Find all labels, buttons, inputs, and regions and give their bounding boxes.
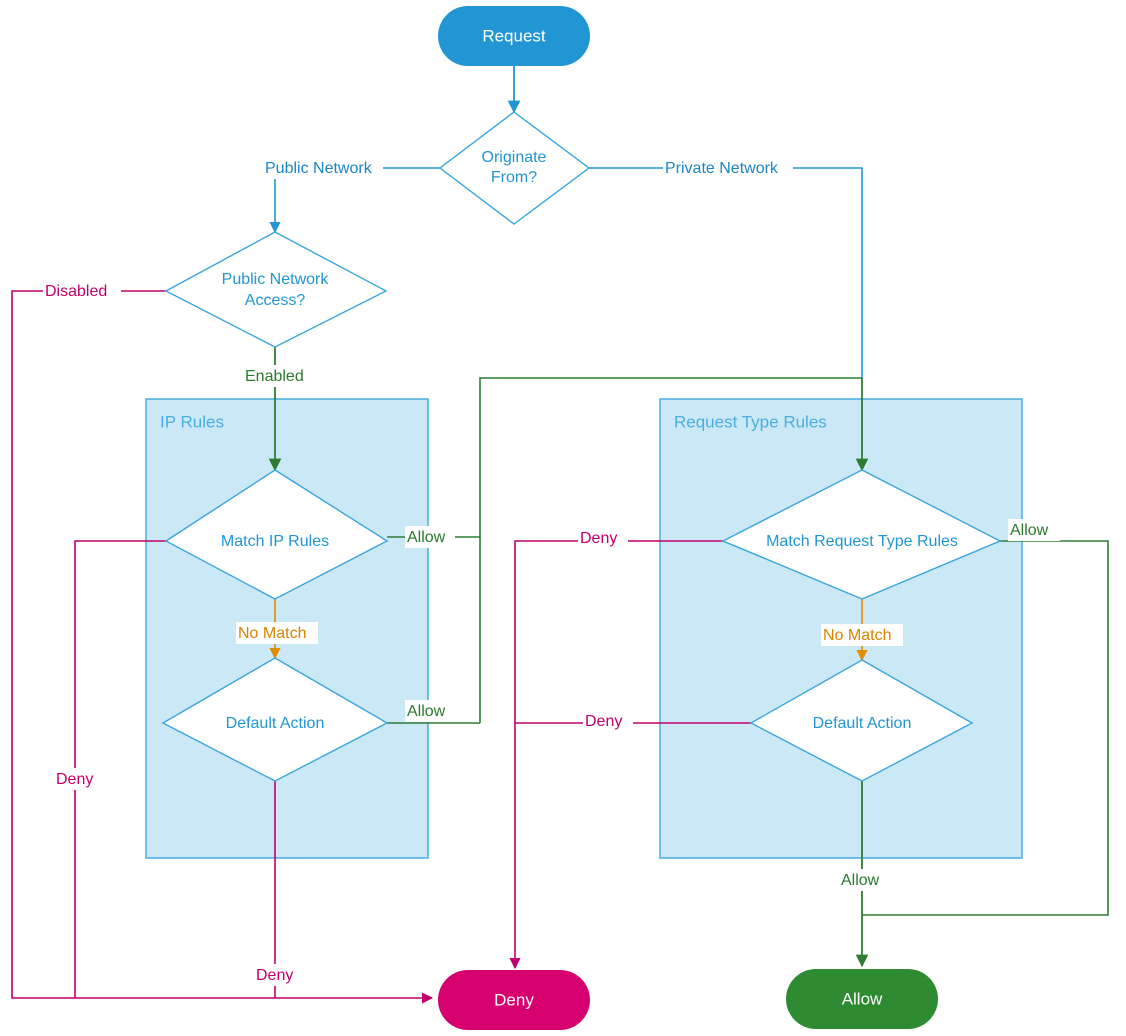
node-default-action-ip-shape [161, 657, 389, 782]
edge-match-ip-deny [74, 540, 166, 998]
node-allow-shape [786, 969, 938, 1029]
node-default-action-request[interactable]: Default Action [749, 659, 974, 782]
edge-label-deny-rt-match-text: Deny [580, 530, 617, 547]
edge-label-disabled-text: Disabled [45, 283, 107, 300]
edge-label-deny-ip-match: Deny [54, 768, 104, 790]
group-request-type-rules-title: Request Type Rules [674, 412, 827, 431]
node-request-label: Request [482, 26, 546, 45]
node-originate-from[interactable]: Originate From? [438, 111, 591, 225]
edge-label-deny-rt-default-text: Deny [585, 713, 622, 730]
node-public-network-access-shape [164, 231, 388, 348]
edge-label-no-match-ip: No Match [236, 622, 318, 644]
node-deny-shape [438, 970, 590, 1030]
node-originate-from-label-1: Originate [482, 149, 547, 166]
edge-originate-private-network [589, 167, 863, 378]
edge-label-enabled: Enabled [243, 365, 313, 387]
node-request[interactable]: Request [438, 6, 590, 66]
node-public-network-access-label-1: Public Network [222, 271, 330, 288]
node-default-action-request-label: Default Action [813, 715, 912, 732]
edge-label-deny-ip-match-text: Deny [56, 771, 93, 788]
node-public-network-access[interactable]: Public Network Access? [164, 231, 388, 348]
node-match-request-type-rules-shape [721, 469, 1002, 600]
node-allow-label: Allow [842, 989, 883, 1008]
edge-label-allow-ip-default: Allow [405, 700, 455, 722]
node-deny[interactable]: Deny [438, 970, 590, 1030]
edge-label-deny-rt-default: Deny [583, 710, 633, 732]
edge-label-allow-rt-match-text: Allow [1010, 522, 1049, 539]
edge-label-public-network-text: Public Network [265, 160, 373, 177]
node-default-action-request-shape [749, 659, 974, 782]
edge-label-allow-rt-match: Allow [1008, 519, 1060, 541]
node-allow[interactable]: Allow [786, 969, 938, 1029]
edge-label-deny-ip-default: Deny [254, 964, 304, 986]
edge-label-private-network: Private Network [663, 157, 793, 179]
node-default-action-ip[interactable]: Default Action [161, 657, 389, 782]
node-match-ip-rules[interactable]: Match IP Rules [164, 469, 389, 600]
edge-label-private-network-text: Private Network [665, 160, 779, 177]
edge-label-allow-ip-match-text: Allow [407, 529, 446, 546]
edge-label-no-match-rt: No Match [821, 624, 903, 646]
edge-match-rt-deny [509, 540, 723, 970]
edge-label-no-match-ip-text: No Match [238, 625, 306, 642]
group-ip-rules-title: IP Rules [160, 412, 224, 431]
edge-label-allow-ip-default-text: Allow [407, 703, 446, 720]
node-match-request-type-rules[interactable]: Match Request Type Rules [721, 469, 1002, 600]
group-request-type-rules: Request Type Rules [659, 398, 1023, 859]
edge-label-allow-rt-default-text: Allow [841, 872, 880, 889]
edge-label-allow-rt-default: Allow [839, 869, 891, 891]
node-default-action-ip-label: Default Action [226, 715, 325, 732]
node-originate-from-shape [438, 111, 591, 225]
edge-label-deny-ip-default-text: Deny [256, 967, 293, 984]
node-match-ip-rules-label: Match IP Rules [221, 533, 329, 550]
node-request-shape [438, 6, 590, 66]
edge-label-public-network: Public Network [263, 157, 383, 179]
node-public-network-access-label-2: Access? [245, 292, 306, 309]
edge-label-deny-rt-match: Deny [578, 527, 628, 549]
node-originate-from-label-2: From? [491, 169, 537, 186]
edge-label-allow-ip-match: Allow [405, 526, 455, 548]
node-deny-label: Deny [494, 990, 534, 1009]
node-match-ip-rules-shape [164, 469, 389, 600]
node-match-request-type-rules-label: Match Request Type Rules [766, 533, 958, 550]
edge-label-no-match-rt-text: No Match [823, 627, 891, 644]
edge-label-disabled: Disabled [43, 280, 121, 302]
edge-label-enabled-text: Enabled [245, 368, 304, 385]
